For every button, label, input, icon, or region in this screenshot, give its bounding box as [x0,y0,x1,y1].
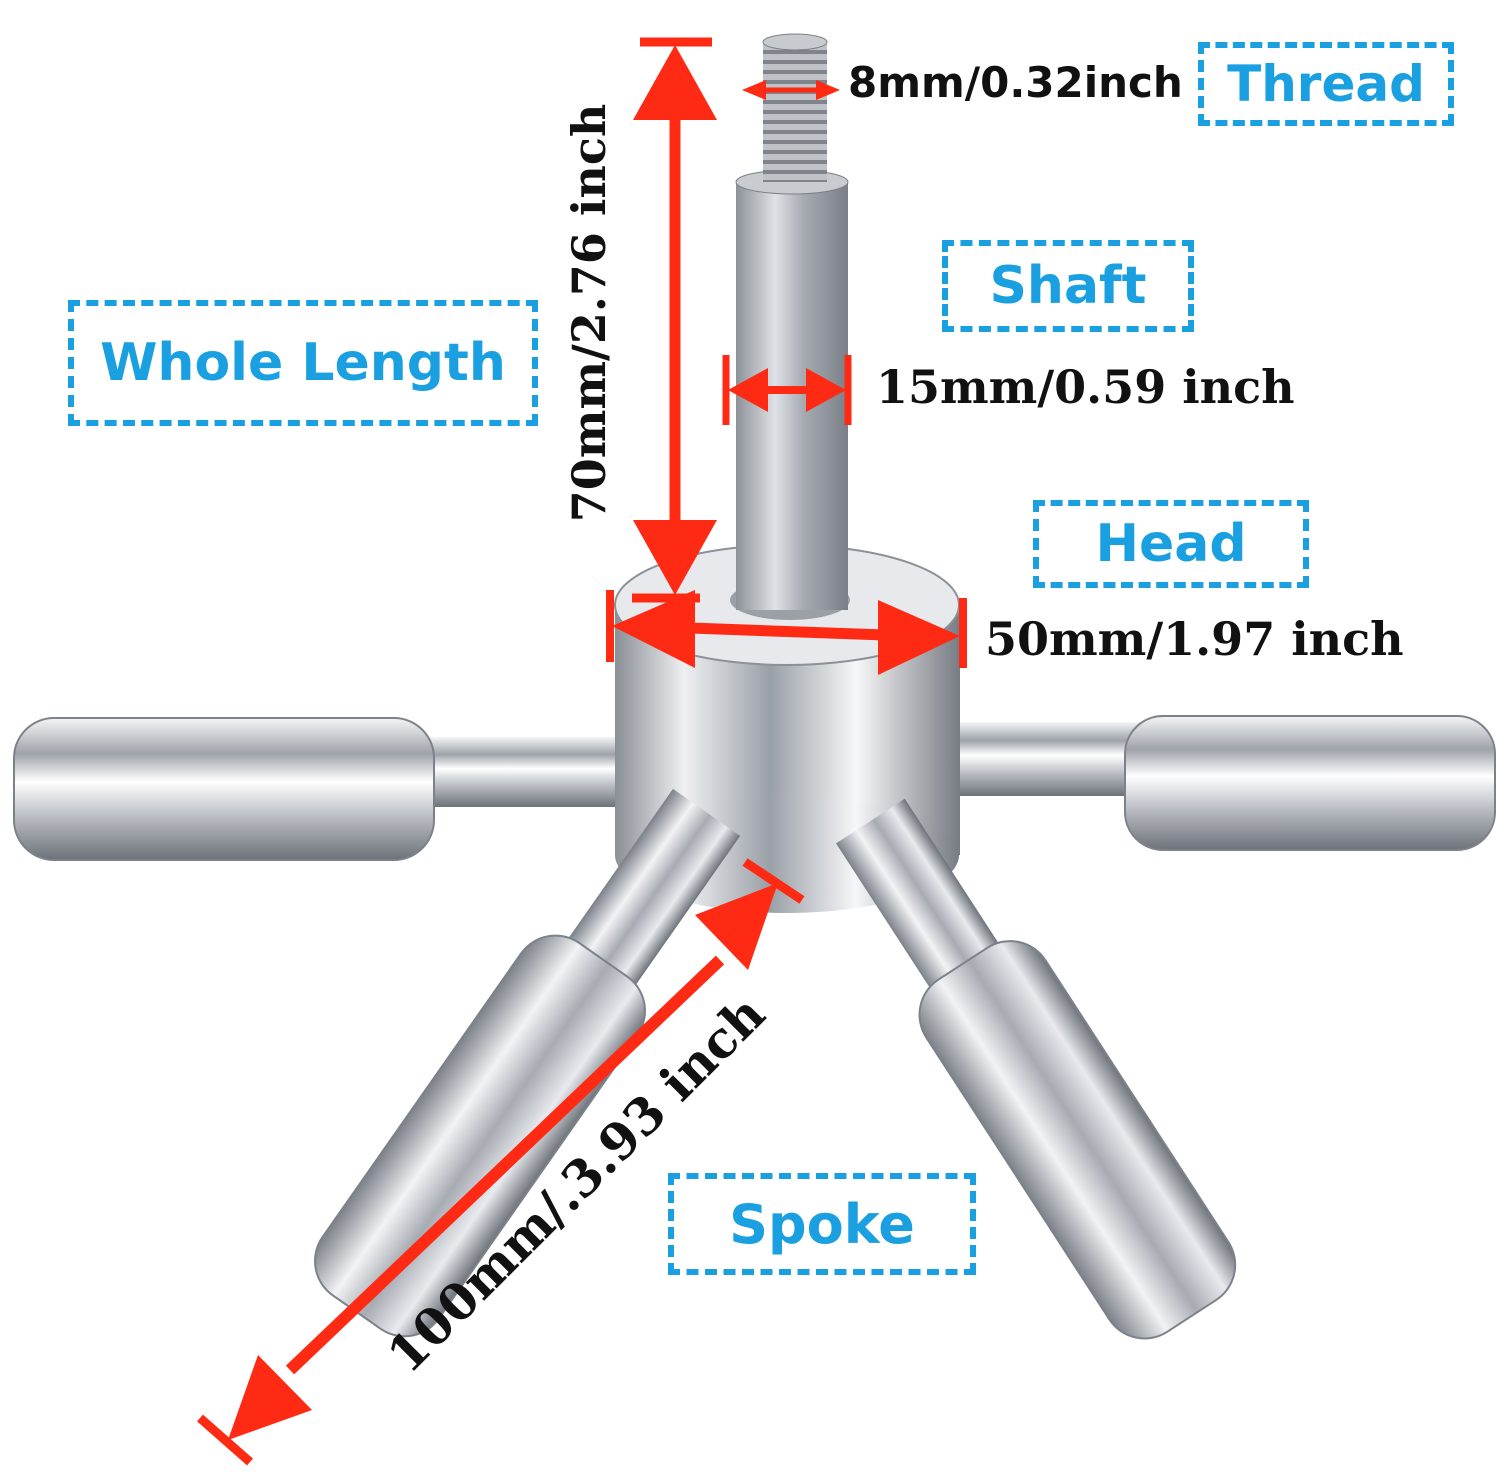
whole-length-arrow [632,37,717,603]
shaft-label-box: Shaft [942,240,1194,332]
thread-label-box: Thread [1198,42,1454,126]
spoke-left [13,717,640,861]
head-dimension: 50mm/1.97 inch [985,612,1404,666]
thread [762,33,828,182]
thread-dimension: 8mm/0.32inch [848,58,1183,107]
shaft-dimension: 15mm/0.59 inch [876,360,1295,414]
shaft-label: Shaft [989,256,1147,316]
whole-length-label-box: Whole Length [68,300,538,426]
thread-label: Thread [1227,55,1425,113]
head-label-box: Head [1033,500,1309,588]
whole-length-dimension-wrap: 70mm/2.76 inch [562,23,618,603]
spoke-right [930,715,1496,851]
spoke-label-box: Spoke [668,1173,976,1275]
whole-length-dimension: 70mm/2.76 inch [562,103,616,523]
thread-arrow [742,80,840,100]
whole-length-label: Whole Length [100,333,506,393]
spoke-arrow [197,858,805,1466]
shaft-arrow [722,355,852,425]
spoke-lower-right [836,798,1237,1340]
spoke-label: Spoke [729,1192,915,1256]
head-label: Head [1095,514,1247,574]
head-arrow [606,590,967,675]
